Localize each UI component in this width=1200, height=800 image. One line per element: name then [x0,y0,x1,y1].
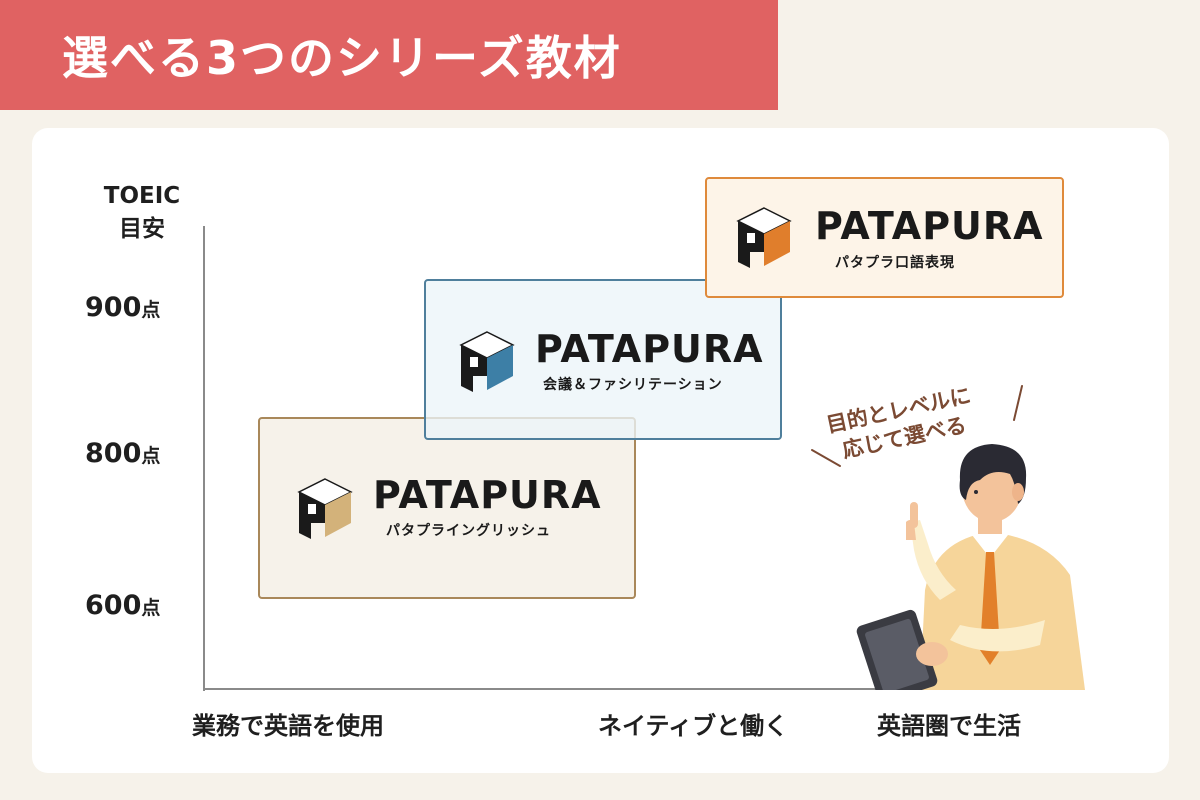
y-tick-unit: 点 [141,597,161,619]
patapura-cube-icon [297,478,353,539]
hair [959,444,1027,504]
y-tick-600: 600点 [85,590,195,621]
y-axis-title-line2: 目安 [119,216,165,243]
series-brand: PATAPURA [373,473,602,517]
series-name: 会議＆ファシリテーション [543,377,723,393]
y-axis-title: TOEIC 目安 [92,180,192,247]
x-tick-abroad: 英語圏で生活 [877,712,1021,740]
cube-face-accent [764,221,790,266]
series-box-meeting[interactable]: PATAPURA 会議＆ファシリテーション [424,279,782,440]
patapura-cube-icon [459,331,515,392]
page-title: 選べる3つのシリーズ教材 [62,31,622,85]
x-axis-line [203,688,1055,690]
cube-face-accent [487,345,513,390]
y-tick-900: 900点 [85,292,195,323]
series-name: パタプラ口語表現 [835,255,955,271]
series-name: パタプライングリッシュ [386,523,551,539]
y-tick-unit: 点 [141,445,161,467]
series-brand: PATAPURA [535,327,764,371]
speech-accent-lines [811,385,1023,467]
y-axis-title-line1: TOEIC [103,183,181,209]
y-tick-value: 600 [85,590,142,621]
y-tick-value: 800 [85,438,142,469]
vest [920,532,1085,690]
patapura-cube-icon [736,207,792,268]
title-banner: 選べる3つのシリーズ教材 [0,0,778,110]
y-tick-unit: 点 [141,299,161,321]
series-brand: PATAPURA [815,204,1044,248]
y-tick-value: 900 [85,292,142,323]
x-tick-native: ネイティブと働く [598,712,789,740]
cube-face-accent [325,492,351,537]
y-axis-line [203,226,205,691]
person-illustration [856,444,1085,690]
series-box-spoken[interactable]: PATAPURA パタプラ口語表現 [705,177,1064,298]
series-box-english[interactable]: PATAPURA パタプライングリッシュ [258,417,636,599]
x-tick-business: 業務で英語を使用 [192,712,384,740]
y-tick-800: 800点 [85,438,195,469]
